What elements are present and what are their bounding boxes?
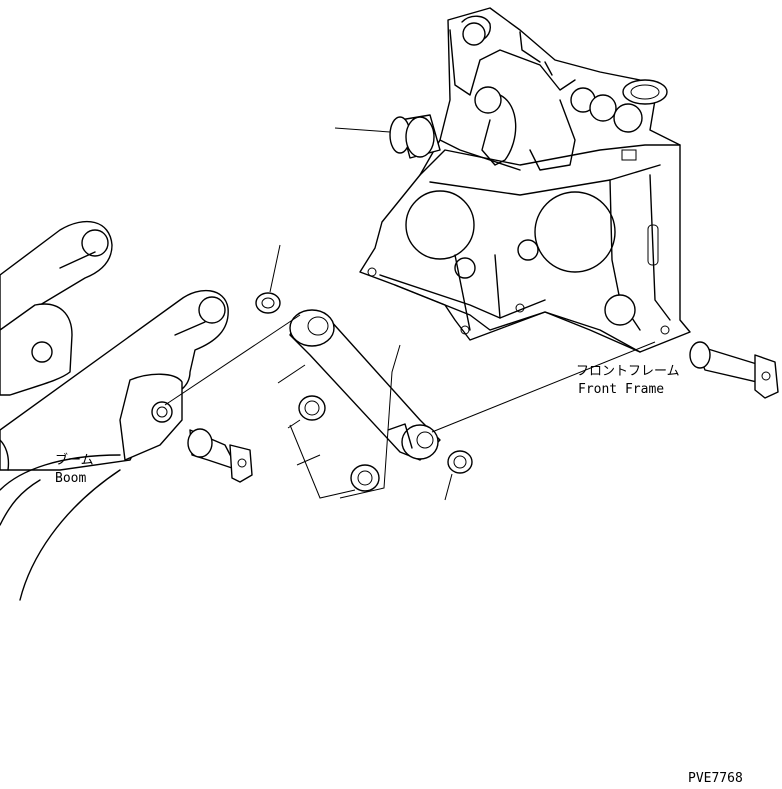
leader-lines: [164, 127, 656, 501]
bushing-mid: [298, 395, 326, 421]
bushing-top: [389, 114, 441, 159]
label-front-frame: フロントフレーム Front Frame: [576, 364, 680, 397]
drawing-id: PVE7768: [688, 771, 743, 786]
front-frame: [359, 7, 691, 353]
bushing-right: [447, 450, 473, 474]
label-front-frame-en: Front Frame: [578, 382, 664, 397]
pin-right: [689, 341, 779, 399]
link-bar: [289, 309, 441, 461]
label-boom-jp: ブーム: [55, 452, 94, 468]
label-boom-en: Boom: [55, 471, 86, 486]
pin-left: [187, 428, 253, 483]
bushing-upper-left: [255, 292, 281, 314]
boom: [0, 220, 229, 601]
bushing-lower: [350, 464, 380, 492]
label-boom: ブーム Boom: [55, 452, 94, 486]
label-front-frame-jp: フロントフレーム: [576, 364, 680, 379]
